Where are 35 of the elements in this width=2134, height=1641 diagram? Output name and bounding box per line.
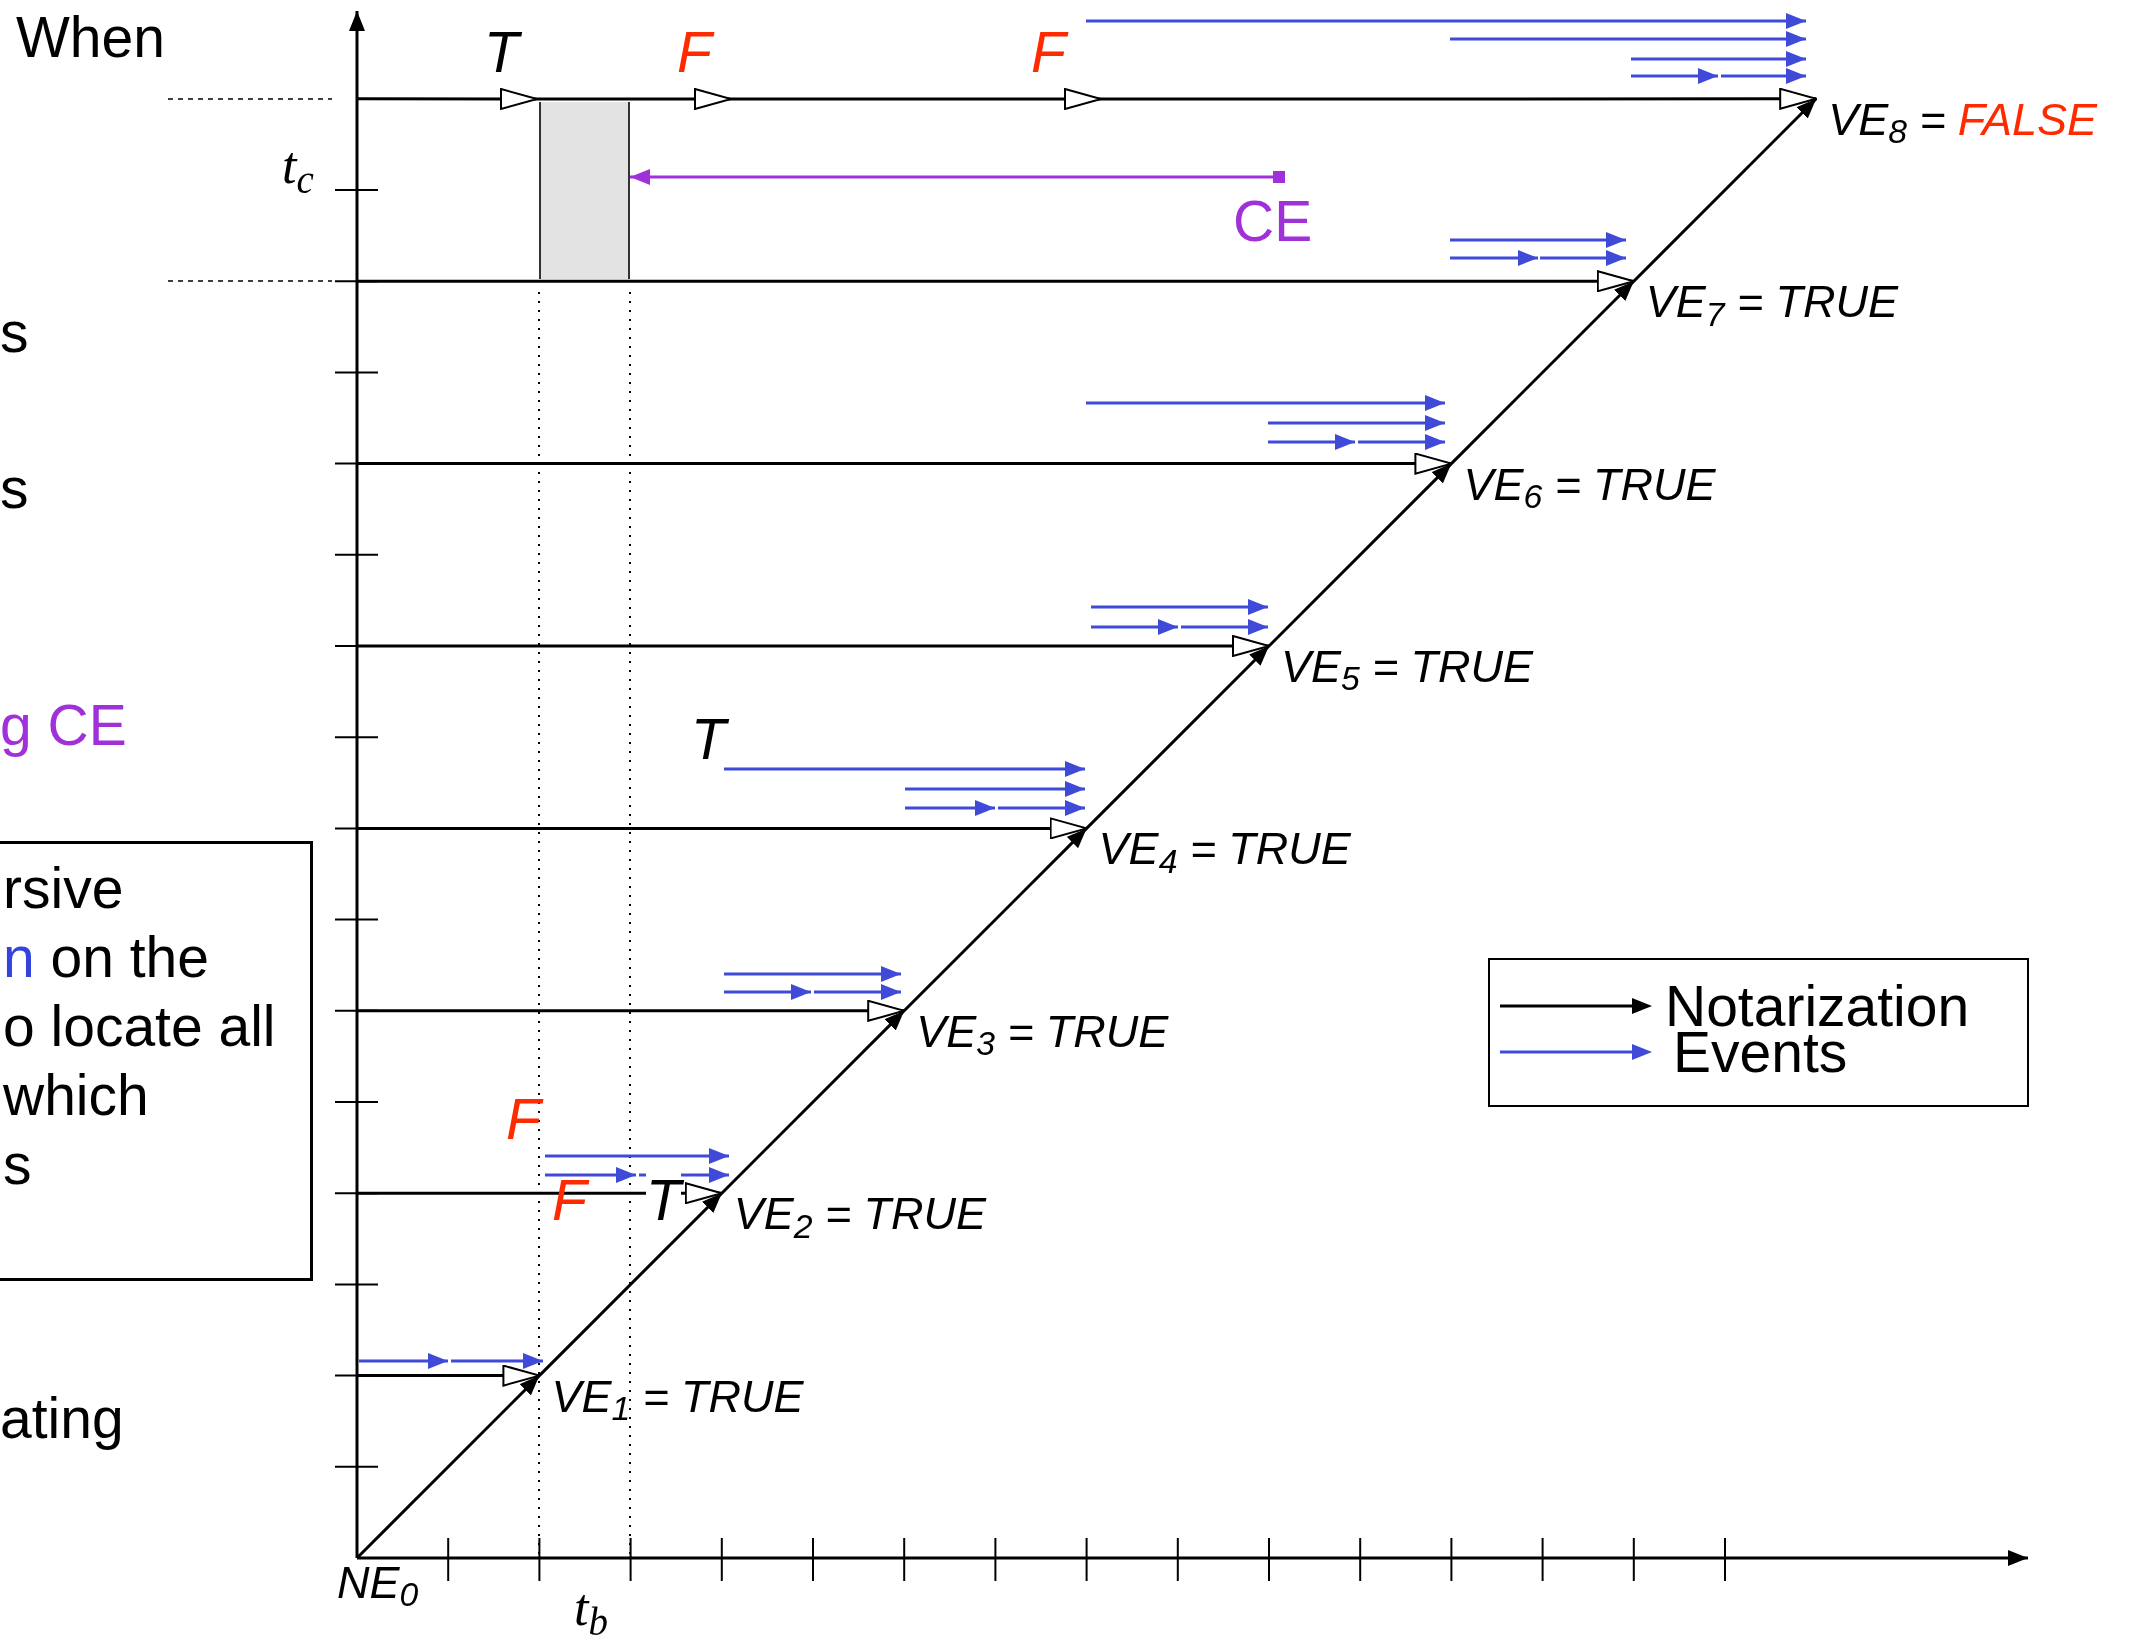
axis-label: t$_{c}$ [282,140,314,192]
notarization-arrow [357,1364,541,1387]
arrow [630,169,1285,185]
axis-label: t$_{b}$ [574,1582,608,1634]
notarization-arrow [357,88,1817,110]
notarization-arrow [357,635,1270,657]
notarization-arrow [357,270,1635,293]
arrow [538,1192,723,1377]
ce-label: CE [1233,177,1313,250]
arrow [1632,97,1818,283]
arrow [903,827,1088,1012]
notarization-arrow [357,817,1088,840]
equation-label: VE$_{1}$ = TRUE [539,1373,804,1419]
equation-label: VE$_{2}$ = TRUE [721,1191,986,1237]
note-text: rsive n on the o locate all which s [3,855,276,1198]
equation-label: VE$_{6}$ = TRUE [1451,461,1716,507]
notarization-arrow [357,1182,723,1205]
text-fragment: s [0,303,29,361]
equation-label: VE$_{4}$ = TRUE [1086,826,1351,872]
equation-label: VE$_{5}$ = TRUE [1269,644,1534,689]
origin-label: NE$_{0}$ [337,1560,419,1605]
equation-label: VE$_{8}$ = FALSE [1816,96,2097,142]
arrow [355,1374,541,1560]
notarization-arrow [357,452,1453,475]
arrow [720,1009,906,1195]
shaded-interval [539,102,630,279]
notarization-arrow [357,999,906,1022]
text-fragment: s [0,459,29,517]
text-fragment: When [16,8,165,66]
arrow [1450,280,1635,465]
equation-label: VE$_{3}$ = TRUE [904,1008,1169,1054]
note-box [0,841,313,1281]
equation-label: VE$_{7}$ = TRUE [1633,279,1898,325]
arrow [1085,644,1271,830]
arrow [1267,462,1453,648]
